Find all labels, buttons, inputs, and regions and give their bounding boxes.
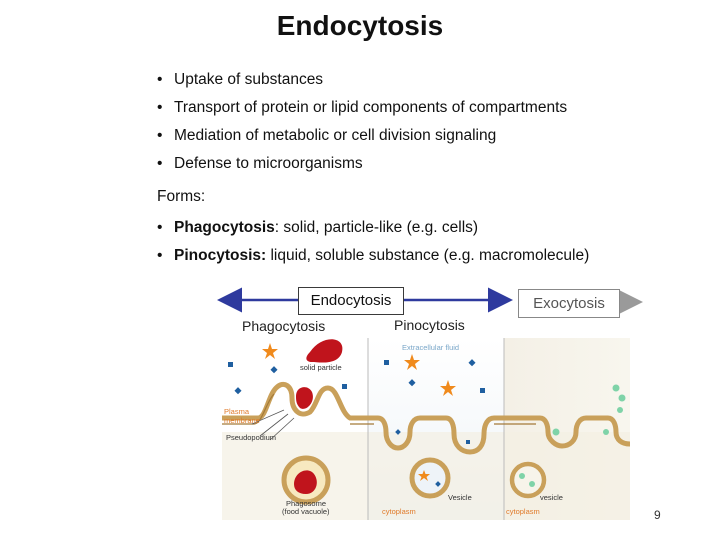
molecule-dot <box>384 360 389 365</box>
exocytosis-dot <box>617 407 623 413</box>
exocytosis-dot <box>529 481 535 487</box>
page-number: 9 <box>654 508 661 522</box>
phagosome-label: Phagosome <box>286 499 326 508</box>
molecule-dot <box>480 388 485 393</box>
bullet-item: •Defense to microorganisms <box>157 150 567 178</box>
bullet-dot: • <box>157 247 163 264</box>
molecule-dot <box>234 387 242 395</box>
bullet-item: •Transport of protein or lipid component… <box>157 94 567 122</box>
pinocytotic-vesicle <box>409 457 451 499</box>
phagosome-particle <box>294 470 317 494</box>
exocytosis-dot <box>612 384 620 392</box>
bullet-list: •Uptake of substances •Transport of prot… <box>157 66 567 178</box>
molecule-dot <box>435 481 441 487</box>
phagosome-label-2: (food vacuole) <box>282 507 330 516</box>
solid-particle-label: solid particle <box>300 363 342 372</box>
form-item-pinocytosis: •Pinocytosis: liquid, soluble substance … <box>157 242 589 270</box>
bullet-dot: • <box>157 127 163 144</box>
pointer-line <box>259 413 289 437</box>
endocytosis-label: Endocytosis <box>298 287 404 315</box>
pointer-line <box>251 409 285 425</box>
molecule-dot <box>342 384 347 389</box>
forms-heading: Forms: <box>157 188 206 205</box>
exocytosis-dot <box>603 429 609 435</box>
solid-particle <box>306 339 343 363</box>
exocytosis-label: Exocytosis <box>518 289 620 318</box>
bullet-item: •Mediation of metabolic or cell division… <box>157 122 567 150</box>
exocytosis-dot <box>519 473 525 479</box>
plasma-membrane <box>222 381 631 455</box>
plasma-membrane-label: Plasma <box>224 407 250 416</box>
bullet-dot: • <box>157 71 163 88</box>
cytoplasm-label-exo: cytoplasm <box>506 507 540 516</box>
plasma-membrane-label-2: membrane <box>224 416 260 425</box>
molecule-dot <box>395 429 401 435</box>
star-molecule <box>404 354 420 370</box>
exocytosis-dot <box>618 394 626 402</box>
star-molecule <box>418 470 430 481</box>
molecule-dot <box>228 362 233 367</box>
phagocytosis-label: Phagocytosis <box>242 318 326 334</box>
molecule-dot <box>270 366 278 374</box>
bullet-dot: • <box>157 155 163 172</box>
vesicle-label: Vesicle <box>448 493 472 502</box>
bullet-item: •Uptake of substances <box>157 66 567 94</box>
pinocytosis-label: Pinocytosis <box>394 317 465 333</box>
bullet-dot: • <box>157 99 163 116</box>
molecule-dot <box>466 440 470 444</box>
star-molecule <box>440 380 456 396</box>
star-molecule <box>262 343 278 359</box>
plasma-membrane-inner <box>222 393 536 425</box>
extracellular-fluid-label: Extracellular fluid <box>402 343 459 352</box>
engulfed-particle <box>296 387 313 409</box>
exocytosis-dot <box>552 428 560 436</box>
vesicle-label-exo: vesicle <box>540 493 563 502</box>
forms-list: •Phagocytosis: solid, particle-like (e.g… <box>157 214 589 270</box>
form-item-phagocytosis: •Phagocytosis: solid, particle-like (e.g… <box>157 214 589 242</box>
molecule-dot <box>468 359 476 367</box>
cytoplasm-label: cytoplasm <box>382 507 416 516</box>
pseudopodium-label: Pseudopodium <box>226 433 276 442</box>
molecule-dot <box>408 379 416 387</box>
pointer-line <box>269 417 295 441</box>
secretory-vesicle <box>509 461 547 499</box>
bullet-dot: • <box>157 219 163 236</box>
slide-title: Endocytosis <box>276 10 444 41</box>
